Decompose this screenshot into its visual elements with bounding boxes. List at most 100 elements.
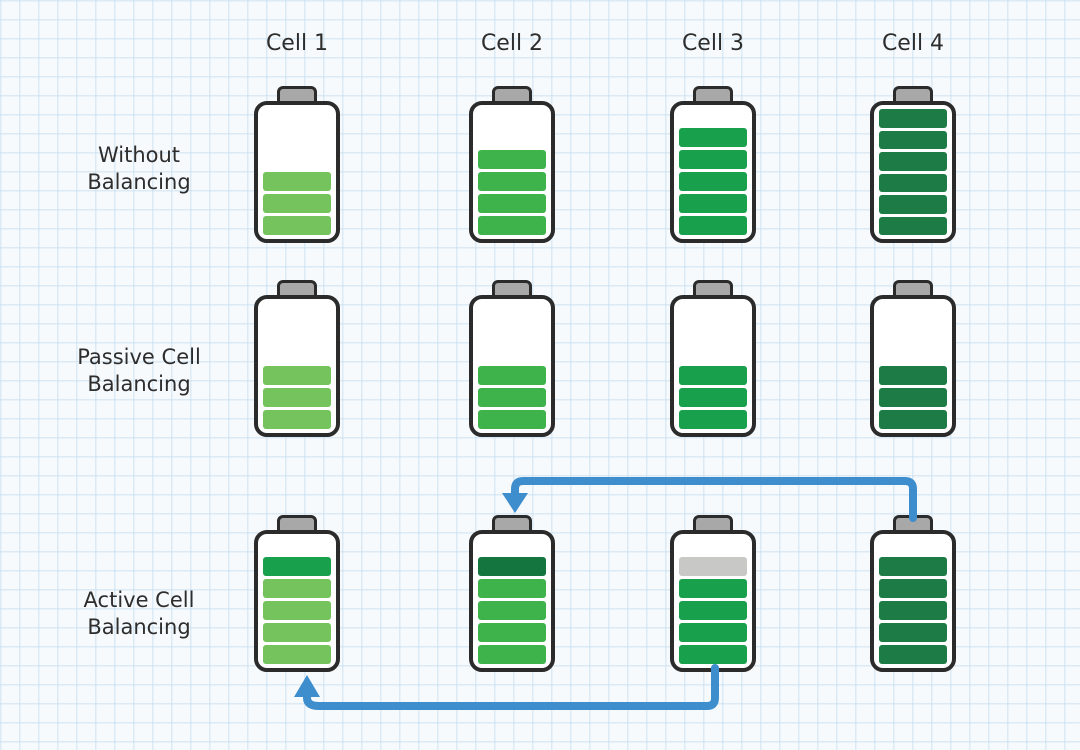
battery-segment-medium (478, 172, 546, 191)
battery-segment-medium (478, 388, 546, 407)
battery-segment-darkest (478, 557, 546, 576)
battery-charge-segments (258, 299, 336, 433)
battery-segment-dark (879, 601, 947, 620)
battery-segment-medium (478, 410, 546, 429)
row-label-line: Active Cell (83, 588, 195, 612)
battery-charge-segments (674, 534, 752, 668)
arrow-line-cell4-to-cell2 (511, 477, 917, 522)
battery-segment-light (263, 172, 331, 191)
battery-segment-green (679, 410, 747, 429)
battery-segment-medium (478, 216, 546, 235)
battery-body (254, 101, 340, 243)
battery-segment-dark (879, 366, 947, 385)
battery-segment-gray (679, 557, 747, 576)
battery-segment-green (679, 172, 747, 191)
battery-segment-dark (879, 216, 947, 235)
battery-active-cell-balancing-cell-4 (870, 515, 956, 672)
battery-segment-light (263, 366, 331, 385)
battery-charge-segments (473, 105, 551, 239)
battery-segment-dark (879, 173, 947, 192)
battery-segment-dark (879, 579, 947, 598)
battery-segment-dark (879, 152, 947, 171)
battery-charge-segments (874, 105, 952, 239)
battery-segment-dark (879, 557, 947, 576)
battery-without-balancing-cell-2 (469, 86, 555, 243)
battery-segment-green (679, 216, 747, 235)
arrow-line-cell3-to-cell1 (303, 664, 719, 710)
battery-charge-segments (874, 534, 952, 668)
battery-body (670, 101, 756, 243)
battery-segment-medium (478, 623, 546, 642)
battery-segment-green (679, 366, 747, 385)
battery-segment-light (263, 410, 331, 429)
battery-segment-dark (879, 109, 947, 128)
battery-body (870, 295, 956, 437)
battery-segment-light (263, 623, 331, 642)
arrowhead-up-icon (294, 675, 320, 697)
column-header-cell-1: Cell 1 (265, 31, 329, 56)
battery-without-balancing-cell-3 (670, 86, 756, 243)
battery-passive-cell-balancing-cell-3 (670, 280, 756, 437)
battery-body (870, 530, 956, 672)
battery-charge-segments (874, 299, 952, 433)
row-label-line: Balancing (87, 170, 191, 194)
battery-body (254, 295, 340, 437)
battery-passive-cell-balancing-cell-4 (870, 280, 956, 437)
battery-segment-medium (478, 150, 546, 169)
arrowhead-down-icon (502, 493, 528, 513)
battery-segment-medium (478, 579, 546, 598)
column-header-cell-2: Cell 2 (480, 31, 544, 56)
battery-segment-green (679, 601, 747, 620)
battery-segment-medium (478, 366, 546, 385)
battery-segment-green (679, 388, 747, 407)
battery-charge-segments (674, 105, 752, 239)
battery-body (870, 101, 956, 243)
battery-segment-green (679, 645, 747, 664)
battery-body (469, 295, 555, 437)
battery-segment-medium (478, 194, 546, 213)
battery-charge-segments (258, 534, 336, 668)
battery-segment-green (679, 150, 747, 169)
battery-segment-dark (879, 410, 947, 429)
row-label-line: Without (97, 143, 181, 167)
battery-body (254, 530, 340, 672)
battery-active-cell-balancing-cell-2 (469, 515, 555, 672)
battery-segment-dark (879, 623, 947, 642)
battery-segment-green (263, 557, 331, 576)
battery-segment-green (679, 194, 747, 213)
battery-segment-light (263, 194, 331, 213)
battery-passive-cell-balancing-cell-1 (254, 280, 340, 437)
column-header-cell-4: Cell 4 (881, 31, 945, 56)
battery-segment-medium (478, 645, 546, 664)
battery-body (469, 101, 555, 243)
battery-without-balancing-cell-4 (870, 86, 956, 243)
row-label-active-cell-balancing: Active Cell Balancing (29, 587, 249, 641)
battery-charge-segments (258, 105, 336, 239)
battery-segment-dark (879, 645, 947, 664)
battery-active-cell-balancing-cell-3 (670, 515, 756, 672)
battery-segment-dark (879, 130, 947, 149)
energy-transfer-arrow-bottom (294, 664, 719, 710)
row-label-line: Passive Cell (77, 345, 201, 369)
battery-body (670, 295, 756, 437)
battery-segment-light (263, 388, 331, 407)
row-label-without-balancing: Without Balancing (29, 142, 249, 196)
column-header-cell-3: Cell 3 (681, 31, 745, 56)
battery-segment-light (263, 601, 331, 620)
row-label-line: Balancing (87, 615, 191, 639)
battery-segment-light (263, 579, 331, 598)
battery-segment-light (263, 645, 331, 664)
battery-charge-segments (473, 534, 551, 668)
row-label-passive-cell-balancing: Passive Cell Balancing (29, 344, 249, 398)
battery-segment-green (679, 128, 747, 147)
battery-segment-dark (879, 195, 947, 214)
battery-segment-green (679, 579, 747, 598)
battery-passive-cell-balancing-cell-2 (469, 280, 555, 437)
battery-segment-dark (879, 388, 947, 407)
battery-segment-green (679, 623, 747, 642)
battery-charge-segments (674, 299, 752, 433)
battery-without-balancing-cell-1 (254, 86, 340, 243)
battery-charge-segments (473, 299, 551, 433)
battery-segment-light (263, 216, 331, 235)
